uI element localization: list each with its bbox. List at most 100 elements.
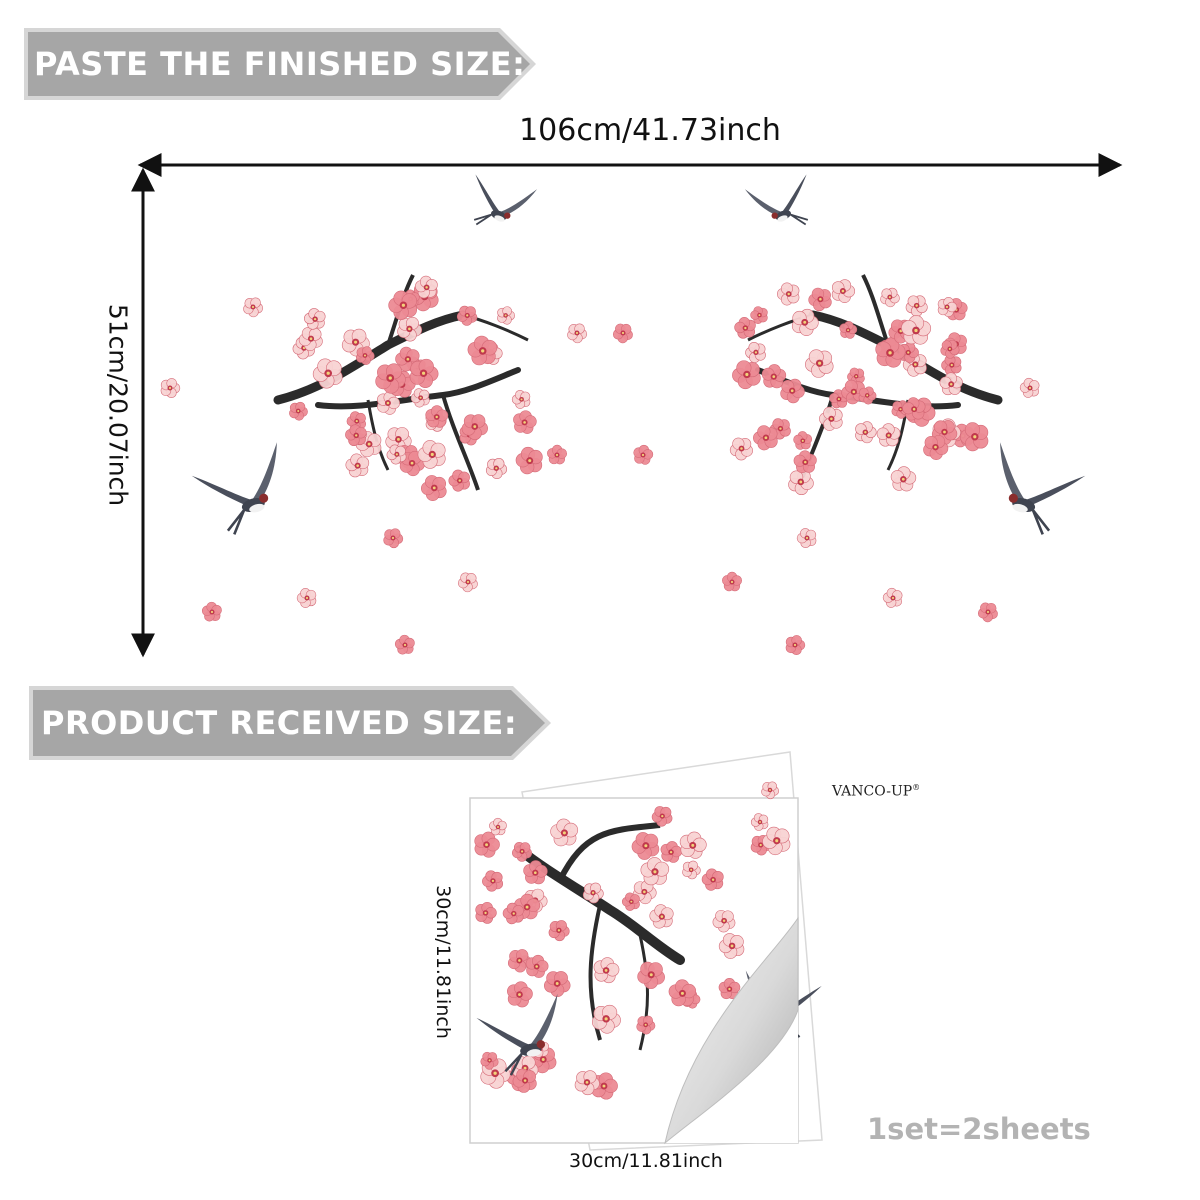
blossom-icon <box>485 458 508 480</box>
received-size-title: PRODUCT RECEIVED SIZE: <box>41 704 518 742</box>
blossom-icon <box>808 287 832 312</box>
blossom-icon <box>729 437 753 461</box>
blossom-icon <box>718 933 745 959</box>
blossom-icon <box>668 979 697 1007</box>
blossom-icon <box>722 571 742 592</box>
blossom-icon <box>480 1051 499 1070</box>
blossom-icon <box>377 391 400 415</box>
blossom-icon <box>497 306 515 325</box>
blossom-icon <box>341 328 370 357</box>
blossom-icon <box>880 287 900 308</box>
blossom-icon <box>901 315 932 345</box>
blossom-icon <box>547 444 567 465</box>
blossom-icon <box>875 337 906 368</box>
blossom-icon <box>750 306 768 324</box>
blossom-icon <box>420 475 447 501</box>
blossom-icon <box>383 528 404 549</box>
blossom-icon <box>567 323 588 344</box>
blossom-icon <box>160 378 181 399</box>
blossom-icon <box>582 882 604 904</box>
registered-mark: ® <box>912 783 921 792</box>
swallow-icon <box>1000 442 1086 535</box>
blossom-icon <box>550 818 579 847</box>
blossom-icon <box>543 971 571 998</box>
blossom-icon <box>417 440 446 469</box>
brand-name: VANCO-UP <box>832 783 913 800</box>
sheet-height-label: 30cm/11.81inch <box>432 885 454 1039</box>
sheet-decal-print <box>474 781 822 1100</box>
blossom-icon <box>793 431 813 450</box>
blossom-icon <box>839 321 858 339</box>
blossom-icon <box>397 316 423 342</box>
peeling-corner-icon <box>664 916 799 1145</box>
blossom-icon <box>651 806 673 827</box>
blossom-icon <box>944 298 968 321</box>
blossom-icon <box>511 389 531 409</box>
blossom-icon <box>649 904 674 929</box>
blossom-icon <box>507 981 533 1008</box>
blossom-icon <box>780 378 805 404</box>
blossom-icon <box>474 831 500 858</box>
blossom-icon <box>701 868 724 891</box>
blossom-icon <box>457 572 478 593</box>
blossom-icon <box>712 909 736 933</box>
blossom-icon <box>753 425 778 451</box>
blossom-icon <box>513 410 537 434</box>
blossom-icon <box>858 386 877 405</box>
product-sheets <box>469 751 823 1151</box>
finished-size-banner: PASTE THE FINISHED SIZE: <box>22 26 538 102</box>
blossom-icon <box>718 978 741 1000</box>
blossom-icon <box>612 323 633 344</box>
brand-logo: VANCO-UP® <box>832 783 920 800</box>
blossom-icon <box>415 275 438 299</box>
blossom-icon <box>679 831 707 859</box>
blossom-icon <box>355 430 382 458</box>
blossom-icon <box>298 327 323 351</box>
swallow-icon <box>473 174 538 226</box>
finished-height-label: 51cm/20.07inch <box>103 303 133 507</box>
sheet-width-label: 30cm/11.81inch <box>569 1150 723 1172</box>
blossom-icon <box>745 341 766 363</box>
blossom-icon <box>761 781 779 800</box>
blossom-icon <box>512 1068 537 1093</box>
blossom-icon <box>902 397 926 421</box>
blossom-icon <box>388 290 418 320</box>
blossom-icon <box>855 421 877 444</box>
blossom-icon <box>660 841 683 863</box>
blossom-icon <box>386 444 407 465</box>
blossom-icon <box>425 405 449 428</box>
blossom-branch-icon <box>729 274 1003 496</box>
blossom-icon <box>356 346 375 365</box>
finished-width-label: 106cm/41.73inch <box>519 113 781 148</box>
blossom-icon <box>640 857 670 886</box>
blossom-branch-icon <box>474 806 791 1100</box>
blossom-icon <box>761 364 787 389</box>
blossom-icon <box>399 450 425 477</box>
blossom-icon <box>631 832 660 860</box>
blossom-icon <box>593 957 620 984</box>
blossom-icon <box>345 453 370 478</box>
blossom-icon <box>515 446 543 475</box>
finished-size-title: PASTE THE FINISHED SIZE: <box>34 45 526 83</box>
blossom-icon <box>785 635 806 655</box>
blossom-icon <box>633 444 654 465</box>
swallow-icon <box>476 993 558 1076</box>
banner-arrow-shape <box>29 686 551 760</box>
blossom-icon <box>289 401 308 421</box>
blossom-icon <box>750 813 769 831</box>
blossom-icon <box>375 363 406 394</box>
blossom-icon <box>201 601 222 622</box>
blossom-icon <box>805 349 834 378</box>
blossom-icon <box>819 406 843 431</box>
blossom-icon <box>574 1070 600 1096</box>
blossom-icon <box>734 317 756 339</box>
blossom-icon <box>923 435 949 460</box>
blossom-icon <box>409 358 439 388</box>
blossom-icon <box>514 893 541 920</box>
blossom-icon <box>831 279 856 303</box>
blossom-icon <box>637 961 665 989</box>
blossom-icon <box>475 901 497 924</box>
blossom-icon <box>682 860 701 880</box>
blossom-icon <box>312 358 343 389</box>
